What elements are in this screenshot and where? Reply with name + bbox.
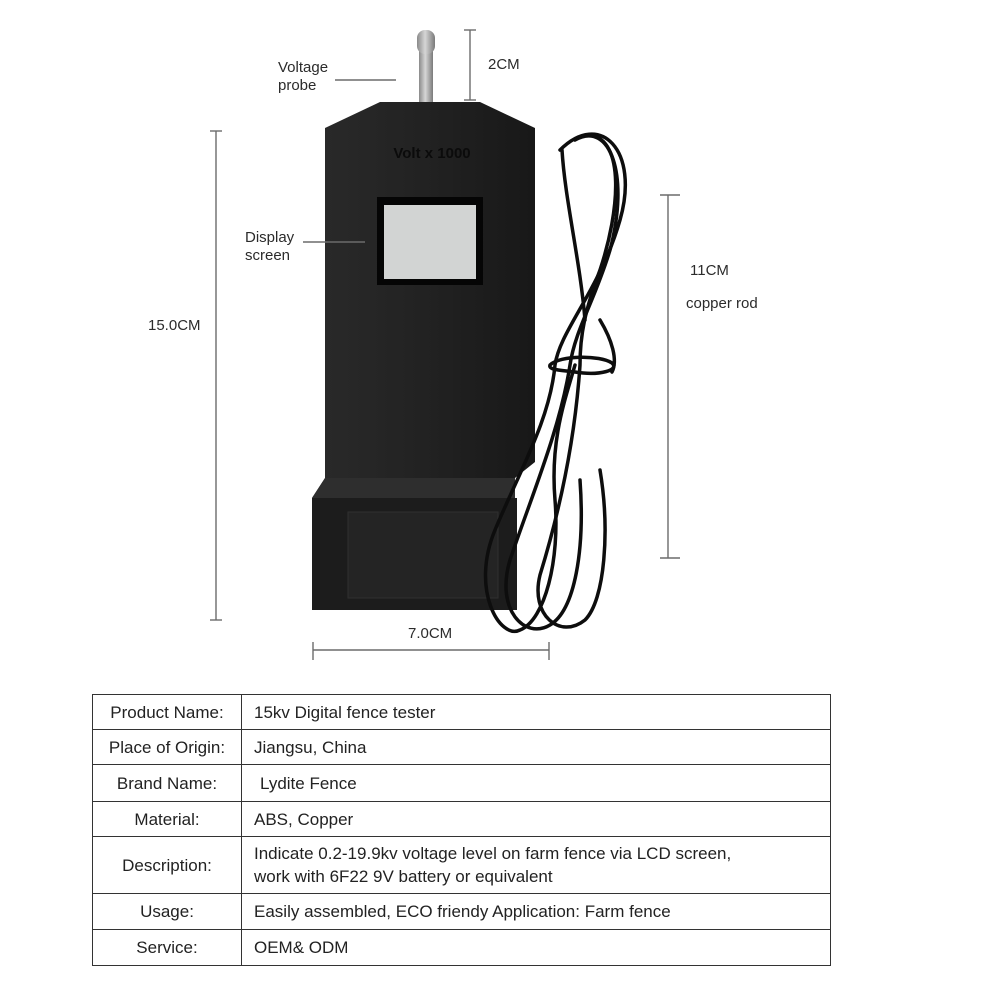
product-diagram: Volt x 1000 Voltage probe 2CM Display sc… (148, 29, 758, 660)
spec-value: Easily assembled, ECO friendy Applicatio… (241, 893, 831, 930)
probe-dimension-line (464, 29, 476, 101)
height-dimension-label: 15.0CM (148, 317, 201, 334)
rod-dimension-label: 11CM (690, 262, 729, 279)
table-row: Usage: Easily assembled, ECO friendy App… (92, 893, 831, 930)
spec-key: Service: (92, 929, 242, 966)
rod-dimension-line (660, 194, 680, 559)
spec-key: Usage: (92, 893, 242, 930)
test-cable (483, 132, 627, 633)
spec-value: 15kv Digital fence tester (241, 694, 831, 730)
table-row: Service: OEM& ODM (92, 929, 831, 966)
spec-table: Product Name: 15kv Digital fence tester … (92, 694, 831, 966)
table-row: Description: Indicate 0.2-19.9kv voltage… (92, 836, 831, 894)
spec-value: Jiangsu, China (241, 729, 831, 765)
spec-key: Brand Name: (92, 764, 242, 802)
spec-value: ABS, Copper (241, 801, 831, 837)
spec-key: Material: (92, 801, 242, 837)
spec-value: Indicate 0.2-19.9kv voltage level on far… (241, 836, 831, 894)
tester-body (312, 102, 535, 610)
probe-label: Voltage probe (278, 59, 332, 94)
width-dimension-line (312, 642, 550, 660)
table-row: Material: ABS, Copper (92, 801, 831, 837)
display-screen (377, 197, 483, 285)
rod-label: copper rod (686, 295, 758, 312)
spec-key: Product Name: (92, 694, 242, 730)
table-row: Product Name: 15kv Digital fence tester (92, 694, 831, 730)
probe-dimension-label: 2CM (488, 56, 520, 73)
voltage-probe (417, 30, 435, 102)
spec-value: Lydite Fence (241, 764, 831, 802)
spec-key: Place of Origin: (92, 729, 242, 765)
width-dimension-label: 7.0CM (408, 625, 452, 642)
table-row: Brand Name: Lydite Fence (92, 764, 831, 802)
table-row: Place of Origin: Jiangsu, China (92, 729, 831, 765)
spec-value: OEM& ODM (241, 929, 831, 966)
brand-text: Volt x 1000 (393, 145, 470, 162)
height-dimension-line (210, 130, 222, 621)
display-label: Display screen (245, 229, 298, 264)
spec-value-line: Indicate 0.2-19.9kv voltage level on far… (254, 844, 732, 863)
spec-value-line: work with 6F22 9V battery or equivalent (254, 867, 553, 886)
spec-key: Description: (92, 836, 242, 894)
